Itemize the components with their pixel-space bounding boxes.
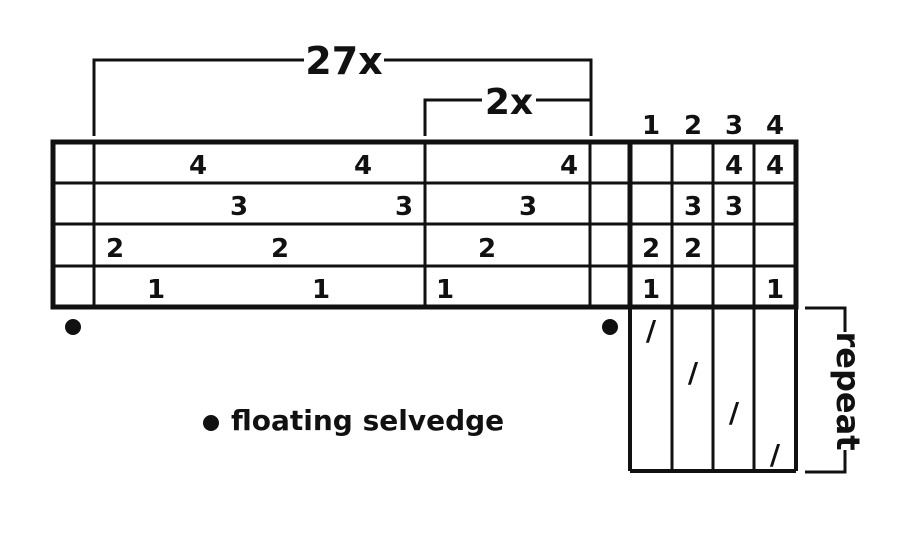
tieup-entry: 1 [766, 275, 784, 305]
tieup-entry: 3 [684, 192, 702, 222]
treadling-repeat-label: repeat [829, 332, 867, 451]
threading-entry: 4 [189, 151, 207, 181]
tieup-entry: 3 [725, 192, 743, 222]
floating-selvedge-dot [65, 319, 81, 335]
tieup-entry: 4 [766, 151, 784, 181]
threading-entry: 1 [147, 275, 165, 305]
threading-entry: 4 [560, 151, 578, 181]
legend-label: floating selvedge [231, 404, 504, 437]
tieup-column-header: 2 [684, 111, 702, 141]
threading-entry: 2 [478, 234, 496, 264]
treadling-mark: / [729, 396, 740, 429]
legend-dot [203, 415, 219, 431]
tieup-column-header: 1 [642, 111, 660, 141]
floating-selvedge-dot [602, 319, 618, 335]
threading-entry: 3 [395, 192, 413, 222]
threading-entry: 2 [271, 234, 289, 264]
tieup-entry: 4 [725, 151, 743, 181]
threading-grid [50, 139, 633, 310]
treadling-grid [628, 307, 798, 473]
treadling-mark: / [688, 356, 699, 389]
threading-entry: 4 [354, 151, 372, 181]
treadling-repeat-bracket [805, 306, 847, 474]
treadling-mark: / [646, 314, 657, 347]
tieup-column-header: 3 [725, 111, 743, 141]
tieup-column-header: 4 [766, 111, 784, 141]
threading-entry: 3 [230, 192, 248, 222]
inner-repeat-label: 2x [485, 82, 533, 123]
threading-entry: 3 [519, 192, 537, 222]
threading-entry: 1 [312, 275, 330, 305]
inner-repeat-bracket [423, 98, 593, 136]
threading-entry: 2 [106, 234, 124, 264]
tieup-entry: 2 [684, 234, 702, 264]
tieup-entry: 2 [642, 234, 660, 264]
tieup-entry: 1 [642, 275, 660, 305]
treadling-mark: / [770, 438, 781, 471]
outer-repeat-label: 27x [305, 39, 382, 83]
threading-entry: 1 [436, 275, 454, 305]
